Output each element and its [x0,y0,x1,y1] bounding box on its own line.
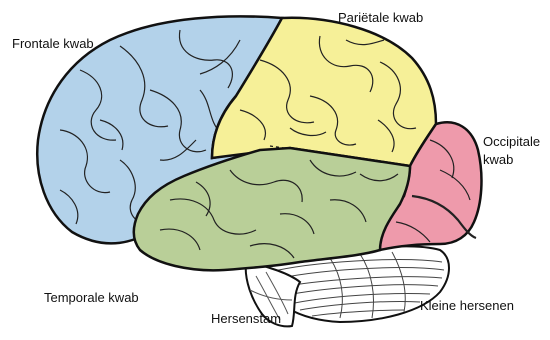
label-frontal-lobe: Frontale kwab [12,36,94,52]
label-parietal-lobe: Pariëtale kwab [338,10,423,26]
label-brainstem: Hersenstam [211,311,281,327]
label-occipital-lobe-line2: kwab [483,152,513,168]
label-cerebellum: Kleine hersenen [420,298,514,314]
label-temporal-lobe: Temporale kwab [44,290,139,306]
label-occipital-lobe-line1: Occipitale [483,134,540,150]
